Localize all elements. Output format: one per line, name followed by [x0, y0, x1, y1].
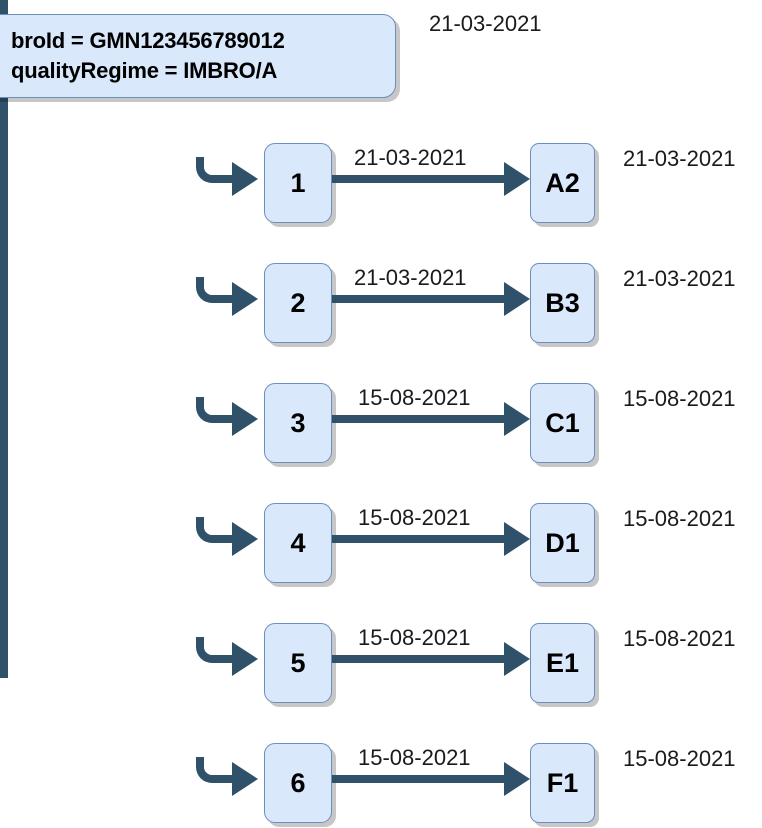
root-qualityregime-line: qualityRegime = IMBRO/A — [11, 58, 278, 83]
branch-elbow-5 — [196, 637, 222, 663]
link-date-1: 21-03-2021 — [354, 145, 467, 170]
event-node-6-label: F1 — [546, 767, 579, 798]
row-date-1: 21-03-2021 — [623, 146, 736, 171]
event-node-5-label: E1 — [545, 647, 580, 678]
link-line-3 — [332, 415, 508, 423]
index-node-2[interactable]: 2 — [264, 263, 332, 343]
event-node-2-label: B3 — [545, 287, 580, 318]
event-node-5[interactable]: E1 — [530, 623, 595, 703]
index-node-5-label: 5 — [290, 647, 306, 678]
branch-stub-4 — [214, 535, 236, 543]
index-node-4-label: 4 — [290, 527, 306, 558]
link-line-6 — [332, 775, 508, 783]
branch-stub-2 — [214, 295, 236, 303]
root-node[interactable]: broId = GMN123456789012 qualityRegime = … — [0, 14, 396, 98]
branch-arrow-1 — [232, 162, 258, 196]
branch-elbow-2 — [196, 277, 222, 303]
row-date-2: 21-03-2021 — [623, 266, 736, 291]
link-arrow-1 — [504, 162, 530, 196]
index-node-3[interactable]: 3 — [264, 383, 332, 463]
index-node-6[interactable]: 6 — [264, 743, 332, 823]
link-date-3: 15-08-2021 — [358, 385, 471, 410]
branch-arrow-6 — [232, 762, 258, 796]
branch-stub-5 — [214, 655, 236, 663]
event-node-3[interactable]: C1 — [530, 383, 595, 463]
branch-elbow-4 — [196, 517, 222, 543]
root-broid-line: broId = GMN123456789012 — [11, 28, 285, 53]
link-arrow-2 — [504, 282, 530, 316]
event-node-1[interactable]: A2 — [530, 143, 595, 223]
link-arrow-5 — [504, 642, 530, 676]
row-date-4: 15-08-2021 — [623, 506, 736, 531]
index-node-1-label: 1 — [290, 167, 306, 198]
event-node-3-label: C1 — [545, 407, 580, 438]
link-arrow-6 — [504, 762, 530, 796]
branch-stub-1 — [214, 175, 236, 183]
root-date-label: 21-03-2021 — [429, 11, 542, 36]
event-node-6[interactable]: F1 — [530, 743, 595, 823]
link-line-5 — [332, 655, 508, 663]
branch-arrow-4 — [232, 522, 258, 556]
branch-elbow-6 — [196, 757, 222, 783]
event-node-4[interactable]: D1 — [530, 503, 595, 583]
index-node-5[interactable]: 5 — [264, 623, 332, 703]
branch-stub-3 — [214, 415, 236, 423]
branch-elbow-3 — [196, 397, 222, 423]
trunk-spine — [0, 0, 8, 678]
link-date-2: 21-03-2021 — [354, 265, 467, 290]
index-node-6-label: 6 — [290, 767, 306, 798]
branch-arrow-2 — [232, 282, 258, 316]
row-date-3: 15-08-2021 — [623, 386, 736, 411]
link-line-2 — [332, 295, 508, 303]
index-node-2-label: 2 — [290, 287, 306, 318]
event-node-1-label: A2 — [545, 167, 580, 198]
link-date-4: 15-08-2021 — [358, 505, 471, 530]
index-node-3-label: 3 — [290, 407, 306, 438]
event-node-2[interactable]: B3 — [530, 263, 595, 343]
index-node-1[interactable]: 1 — [264, 143, 332, 223]
index-node-4[interactable]: 4 — [264, 503, 332, 583]
branch-arrow-3 — [232, 402, 258, 436]
link-arrow-4 — [504, 522, 530, 556]
branch-elbow-1 — [196, 157, 222, 183]
row-date-5: 15-08-2021 — [623, 626, 736, 651]
branch-arrow-5 — [232, 642, 258, 676]
link-line-1 — [332, 175, 508, 183]
row-date-6: 15-08-2021 — [623, 746, 736, 771]
link-arrow-3 — [504, 402, 530, 436]
link-date-5: 15-08-2021 — [358, 625, 471, 650]
link-date-6: 15-08-2021 — [358, 745, 471, 770]
link-line-4 — [332, 535, 508, 543]
root-node-text: broId = GMN123456789012 qualityRegime = … — [11, 26, 285, 86]
branch-stub-6 — [214, 775, 236, 783]
event-node-4-label: D1 — [545, 527, 580, 558]
